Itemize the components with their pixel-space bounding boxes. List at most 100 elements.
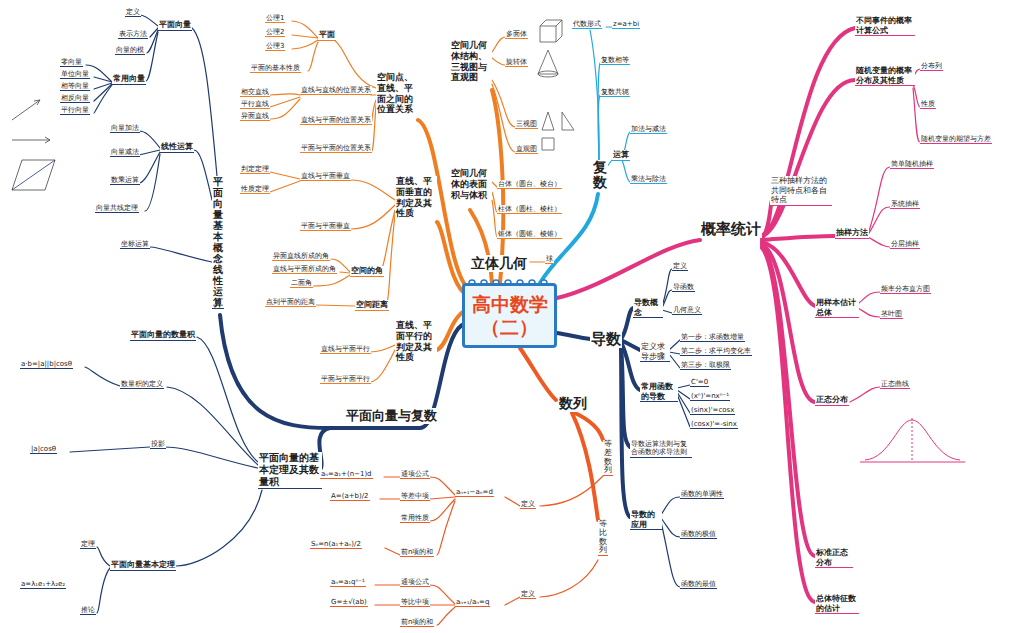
leaf-label: 多面体	[505, 30, 528, 39]
leaf-label: 通项公式	[400, 578, 430, 587]
branch-title: 概率统计	[700, 220, 762, 238]
leaf-label: 相等向量	[60, 82, 90, 91]
leaf-label: 复数相等	[600, 56, 630, 65]
leaf-label: 推论	[80, 606, 96, 615]
leaf-label: 二面角	[290, 279, 313, 288]
leaf-label: 定义	[520, 590, 536, 599]
topic-label: 直线、平面平行的判定及其性质	[395, 320, 437, 363]
subtopic-label: 平面向量的数量积	[130, 330, 196, 341]
subtopic-label: 空间的角	[350, 266, 384, 277]
branch-lines	[220, 315, 462, 468]
subtopic-label: 导数概念	[633, 298, 663, 318]
leaf-label: 通项公式	[400, 470, 430, 479]
leaf-label: aₙ₊₁−aₙ=d	[455, 488, 494, 497]
leaf-label: 几何意义	[672, 306, 702, 315]
subtopic-label: 总体特征数的估计	[815, 594, 859, 614]
leaf-label: 向量共线定理	[95, 204, 139, 213]
subtopic-label: 空间距离	[355, 300, 389, 311]
leaf-label: 投影	[150, 440, 166, 449]
subtopic-label: 常用函数的导数	[640, 382, 678, 402]
leaf-label: 台体（圆台、棱台）	[497, 180, 562, 189]
topic-label: 空间几何体结构、三视图与直观图	[450, 40, 492, 83]
leaf-label: 分层抽样	[890, 240, 920, 249]
leaf-label: (sinx)'=cosx	[690, 406, 735, 415]
leaf-label: 性质	[920, 100, 936, 109]
leaf-label: 相交直线	[240, 88, 270, 97]
leaf-label: 公理1	[265, 14, 285, 23]
leaf-label: 向量的模	[115, 46, 145, 55]
branch-title: 平面向量与复数	[345, 408, 438, 424]
leaf-label: 导数运算法则与复合函数的求导法则	[630, 440, 692, 458]
leaf-label: 乘法与除法	[630, 175, 667, 184]
leaf-label: 数量积的定义	[120, 380, 164, 389]
leaf-label: 导函数	[672, 283, 695, 292]
subtopic-label: 平面向量的基本定理及其数量积	[258, 452, 322, 489]
subtopic-label: 平面向量基本概念线性运算	[212, 176, 224, 309]
leaf-lines	[375, 476, 603, 625]
leaf-label: 直线与平面的位置关系	[300, 116, 372, 125]
leaf-label: 旋转体	[505, 58, 528, 67]
leaf-label: 茎叶图	[880, 310, 903, 319]
subtopic-label: 平面	[318, 30, 336, 41]
leaf-label: 直线与直线的位置关系	[300, 86, 372, 95]
leaf-label: 等比中项	[400, 598, 430, 607]
leaf-label: 向量加法	[110, 124, 140, 133]
leaf-label: 公理2	[265, 28, 285, 37]
leaf-label: 第二步：求平均变化率	[680, 347, 752, 356]
leaf-label: 等差数列	[603, 440, 613, 476]
leaf-label: A=(a+b)/2	[330, 492, 370, 501]
topic-label: 空间点、直线、平面之间的位置关系	[376, 72, 418, 115]
subtopic-label: 标准正态分布	[815, 548, 853, 568]
solid-figures	[538, 20, 574, 150]
leaf-label: aₙ₊₁/aₙ=q	[455, 598, 490, 607]
subtopic-label: 抽样方法	[835, 228, 869, 239]
subtopic-label: 线性运算	[160, 142, 194, 153]
leaf-label: (xⁿ)'=nxⁿ⁻¹	[690, 392, 730, 401]
branch-title: 复数	[592, 160, 608, 191]
leaf-label: 前n项的和	[400, 618, 434, 627]
central-topic-title: 高中数学（二）	[465, 293, 554, 339]
leaf-label: 异面直线所成的角	[272, 252, 330, 261]
leaf-label: 直线与平面垂直	[300, 172, 351, 181]
branch-title: 立体几何	[470, 255, 528, 272]
leaf-lines	[70, 15, 262, 613]
leaf-lines	[590, 27, 630, 182]
leaf-label: 正态曲线	[880, 380, 910, 389]
subtopic-label: 平面向量基本定理	[110, 560, 176, 571]
leaf-label: 分布列	[920, 62, 943, 71]
leaf-label: z=a+bi	[612, 20, 640, 29]
branch-title: 导数	[590, 330, 622, 348]
leaf-label: 第三步：取极限	[680, 361, 731, 370]
leaf-label: 定理	[80, 540, 96, 549]
leaf-label: 判定定理	[240, 165, 270, 174]
leaf-label: 平面与平面平行	[320, 375, 371, 384]
leaf-label: 定义	[520, 500, 536, 509]
leaf-label: 相反向量	[60, 94, 90, 103]
subtopic-label: 常用向量	[112, 74, 146, 85]
leaf-label: G=±√(ab)	[330, 598, 368, 607]
leaf-label: 等比数列	[598, 520, 608, 556]
subtopic-label: 正态分布	[815, 395, 849, 406]
leaf-label: |a|cosθ	[30, 445, 57, 454]
leaf-label: aₙ=a₁+(n−1)d	[320, 470, 373, 479]
subtopic-label: 运算	[612, 150, 630, 161]
leaf-label: 球	[545, 255, 554, 264]
leaf-label: 零向量	[60, 58, 83, 67]
leaf-label: (cosx)'=-sinx	[690, 420, 738, 429]
leaf-label: 数乘运算	[110, 176, 140, 185]
leaf-label: 向量减法	[110, 148, 140, 157]
central-topic-box: 高中数学（二）	[462, 283, 557, 348]
leaf-label: 直线与平面所成的角	[272, 265, 337, 274]
branch-title: 数列	[558, 395, 588, 412]
leaf-label: 锥体（圆锥、棱锥）	[497, 230, 562, 239]
leaf-label: 直观图	[515, 145, 538, 154]
leaf-label: 等差中项	[400, 492, 430, 501]
leaf-label: 单位向量	[60, 70, 90, 79]
leaf-label: 平面与平面的位置关系	[300, 144, 372, 153]
leaf-label: 平面的基本性质	[250, 64, 301, 73]
leaf-label: 频率分布直方图	[880, 285, 931, 294]
branch-lines	[557, 28, 855, 602]
leaf-label: 第一步：求函数增量	[680, 333, 745, 342]
leaf-label: 复数共轭	[600, 88, 630, 97]
vector-figure	[12, 100, 55, 190]
